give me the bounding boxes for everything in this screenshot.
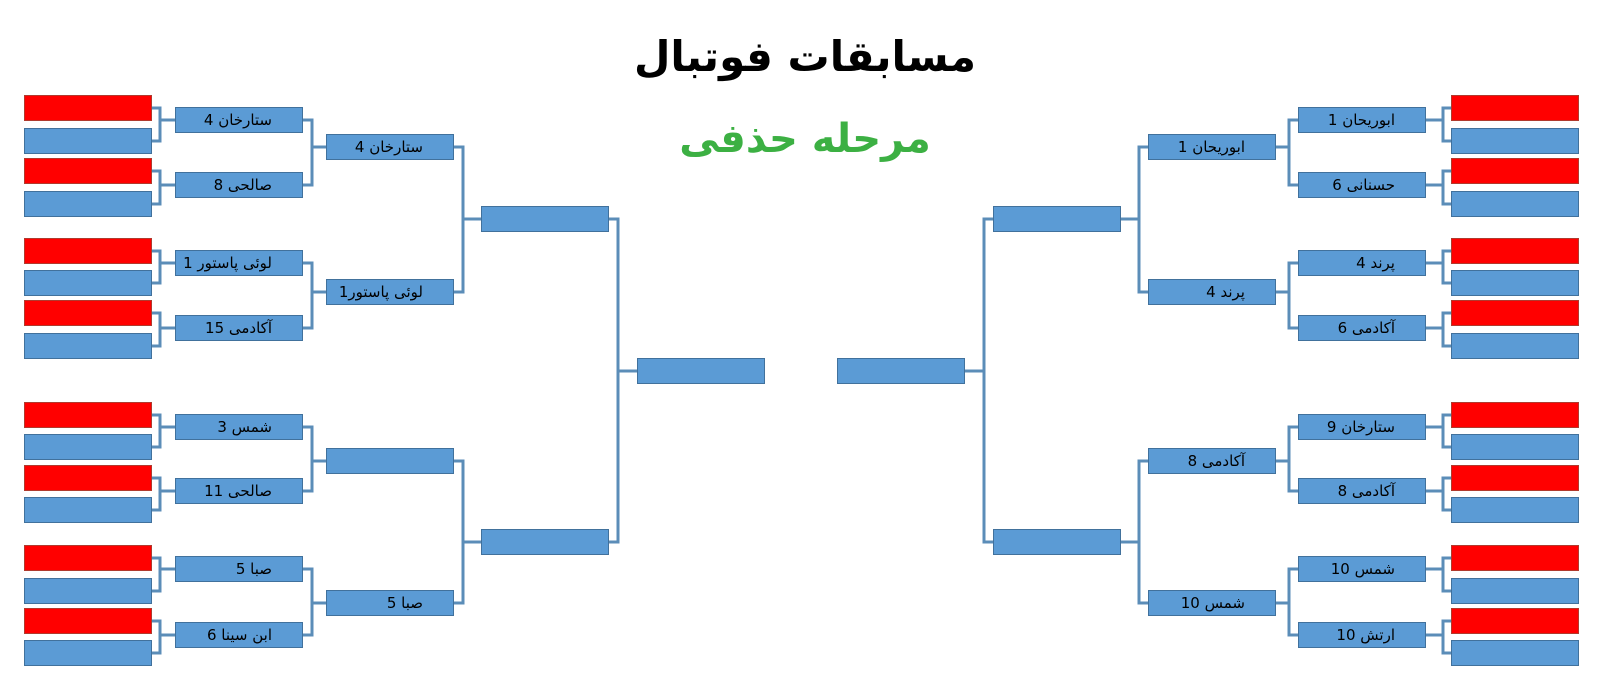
- left-connector-semi-fork: [609, 217, 620, 544]
- right-entry-15: [1451, 608, 1579, 634]
- left-connector-entry-2-fork: [152, 169, 162, 206]
- left-round1-team-3: لوئی پاستور 1: [175, 250, 303, 276]
- right-entry-4: [1451, 191, 1579, 217]
- right-entry-12: [1451, 497, 1579, 523]
- left-entry-2: [24, 128, 152, 154]
- left-round2-team-4: صبا 5: [326, 590, 454, 616]
- right-entry-1: [1451, 95, 1579, 121]
- left-final-slot: [637, 358, 765, 384]
- left-entry-3: [24, 158, 152, 184]
- right-connector-entry-3-fork: [1441, 249, 1451, 285]
- right-entry-2: [1451, 128, 1579, 154]
- right-semi-slot-1: [993, 206, 1121, 232]
- right-entry-10: [1451, 434, 1579, 460]
- right-round2-team-4: شمس 10: [1148, 590, 1276, 616]
- right-round1-team-2: حسنانی 6: [1298, 172, 1426, 198]
- right-final-slot: [837, 358, 965, 384]
- left-connector-entry-3-fork: [152, 249, 162, 285]
- right-connector-entry-6-fork: [1441, 476, 1451, 512]
- right-entry-14: [1451, 578, 1579, 604]
- left-semi-slot-2: [481, 529, 609, 555]
- left-round2-team-2: لوئی پاستور1: [326, 279, 454, 305]
- right-round1-team-7: شمس 10: [1298, 556, 1426, 582]
- left-entry-9: [24, 402, 152, 428]
- right-entry-5: [1451, 238, 1579, 264]
- right-entry-3: [1451, 158, 1579, 184]
- left-round1-team-8: ابن سینا 6: [175, 622, 303, 648]
- left-entry-11: [24, 465, 152, 491]
- right-connector-r2-1-fork: [1137, 145, 1148, 294]
- right-semi-slot-2: [993, 529, 1121, 555]
- right-round1-team-1: ابوریحان 1: [1298, 107, 1426, 133]
- right-round1-team-4: آکادمی 6: [1298, 315, 1426, 341]
- right-connector-entry-1-fork: [1441, 106, 1451, 143]
- right-connector-entry-7-fork: [1441, 556, 1451, 593]
- right-round1-team-8: ارتش 10: [1298, 622, 1426, 648]
- left-round1-team-2: صالحی 8: [175, 172, 303, 198]
- left-connector-r1-4-fork: [303, 567, 314, 637]
- left-entry-16: [24, 640, 152, 666]
- left-entry-5: [24, 238, 152, 264]
- left-entry-7: [24, 300, 152, 326]
- page-subtitle: مرحله حذفی: [679, 116, 931, 162]
- right-connector-r1-2-fork: [1287, 261, 1298, 330]
- left-entry-6: [24, 270, 152, 296]
- left-connector-r2-2-fork: [454, 459, 465, 605]
- left-connector-entry-5-fork: [152, 413, 162, 449]
- left-connector-entry-7-fork: [152, 556, 162, 593]
- right-round1-team-6: آکادمی 8: [1298, 478, 1426, 504]
- left-connector-r1-1-fork: [303, 118, 314, 187]
- left-semi-slot-1: [481, 206, 609, 232]
- right-round2-team-1: ابوریحان 1: [1148, 134, 1276, 160]
- left-connector-r1-3-fork: [303, 425, 314, 493]
- right-entry-16: [1451, 640, 1579, 666]
- left-connector-r2-1-fork: [454, 145, 465, 294]
- left-round1-team-1: ستارخان 4: [175, 107, 303, 133]
- right-entry-11: [1451, 465, 1579, 491]
- right-entry-6: [1451, 270, 1579, 296]
- right-connector-semi-fork: [982, 217, 993, 544]
- right-connector-entry-5-fork: [1441, 413, 1451, 449]
- left-round1-team-6: صالحی 11: [175, 478, 303, 504]
- page-title: مسابقات فوتبال: [633, 32, 977, 81]
- left-round1-team-5: شمس 3: [175, 414, 303, 440]
- left-entry-12: [24, 497, 152, 523]
- right-connector-r1-3-fork: [1287, 425, 1298, 493]
- left-connector-r1-2-fork: [303, 261, 314, 330]
- left-entry-1: [24, 95, 152, 121]
- right-connector-entry-8-fork: [1441, 619, 1451, 655]
- left-entry-8: [24, 333, 152, 359]
- right-round1-team-5: ستارخان 9: [1298, 414, 1426, 440]
- right-round2-team-2: پرند 4: [1148, 279, 1276, 305]
- left-entry-14: [24, 578, 152, 604]
- right-connector-entry-4-fork: [1441, 311, 1451, 348]
- left-connector-entry-4-fork: [152, 311, 162, 348]
- right-entry-13: [1451, 545, 1579, 571]
- right-connector-r1-4-fork: [1287, 567, 1298, 637]
- left-connector-entry-8-fork: [152, 619, 162, 655]
- left-entry-15: [24, 608, 152, 634]
- left-entry-4: [24, 191, 152, 217]
- left-round1-team-4: آکادمی 15: [175, 315, 303, 341]
- right-entry-9: [1451, 402, 1579, 428]
- right-round2-team-3: آکادمی 8: [1148, 448, 1276, 474]
- left-round2-team-3: [326, 448, 454, 474]
- right-connector-r2-2-fork: [1137, 459, 1148, 605]
- left-connector-entry-6-fork: [152, 476, 162, 512]
- left-connector-entry-1-fork: [152, 106, 162, 143]
- left-entry-10: [24, 434, 152, 460]
- right-entry-8: [1451, 333, 1579, 359]
- right-connector-r1-1-fork: [1287, 118, 1298, 187]
- left-round1-team-7: صبا 5: [175, 556, 303, 582]
- right-connector-entry-2-fork: [1441, 169, 1451, 206]
- right-round1-team-3: پرند 4: [1298, 250, 1426, 276]
- right-entry-7: [1451, 300, 1579, 326]
- left-entry-13: [24, 545, 152, 571]
- left-round2-team-1: ستارخان 4: [326, 134, 454, 160]
